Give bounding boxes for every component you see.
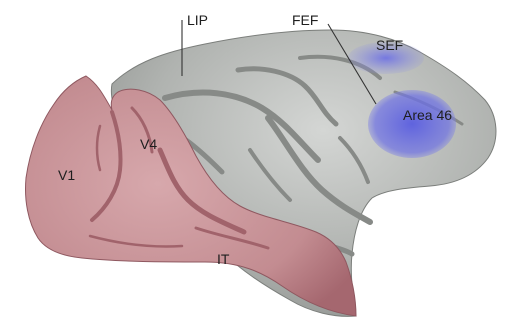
label-it: IT xyxy=(217,251,230,267)
label-lip: LIP xyxy=(187,12,208,28)
label-v1: V1 xyxy=(58,167,75,183)
label-area46: Area 46 xyxy=(403,107,452,123)
label-v4: V4 xyxy=(140,136,157,152)
area46-region xyxy=(368,90,456,158)
label-fef: FEF xyxy=(292,12,318,28)
label-sef: SEF xyxy=(376,37,403,53)
